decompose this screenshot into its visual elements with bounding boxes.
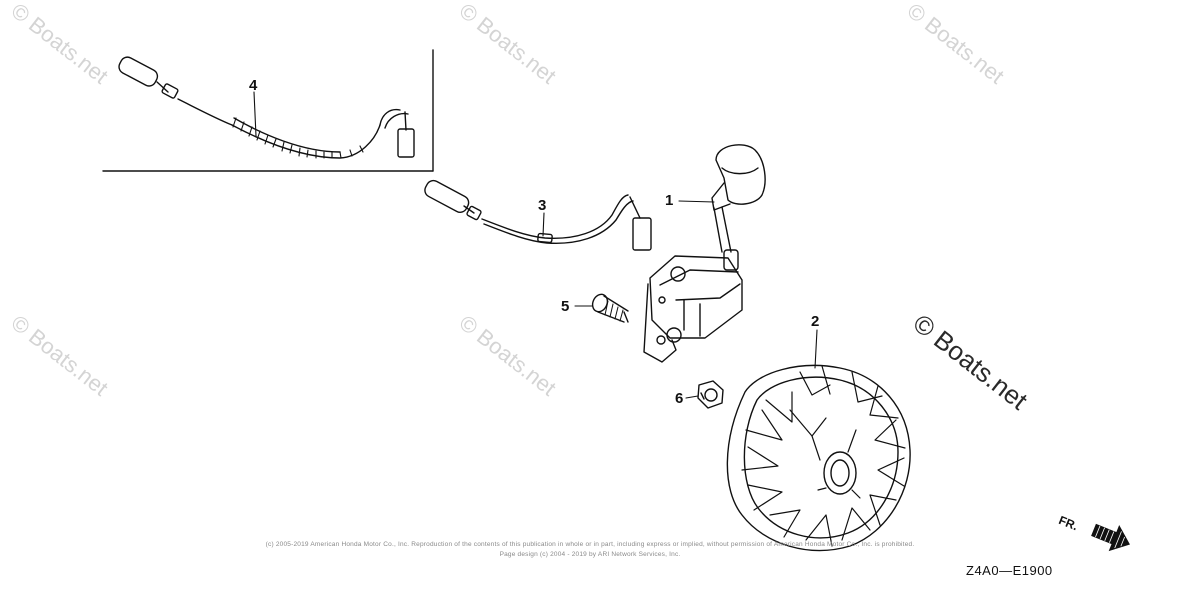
callout-5[interactable]: 5 (561, 298, 570, 315)
callout-3[interactable]: 3 (538, 197, 547, 214)
part-3-wire (424, 179, 652, 251)
part-4-inset-box (102, 49, 434, 172)
part-2-flywheel (726, 364, 911, 552)
callout-2[interactable]: 2 (811, 313, 820, 330)
part-4-high-tension-cord (118, 56, 415, 159)
leader-lines (253, 91, 818, 399)
diagram-code: Z4A0—E1900 (966, 563, 1053, 578)
callout-4[interactable]: 4 (249, 77, 258, 94)
copyright-line-2: Page design (c) 2004 - 2019 by ARI Netwo… (499, 551, 681, 558)
part-1-ignition-coil (643, 144, 766, 363)
part-5-bolt (591, 293, 629, 323)
front-direction-arrow-icon (1091, 523, 1130, 552)
copyright-line-1: (c) 2005-2019 American Honda Motor Co., … (265, 541, 915, 548)
part-6-nut (697, 380, 724, 409)
callout-1[interactable]: 1 (665, 192, 674, 209)
callout-6[interactable]: 6 (675, 390, 684, 407)
